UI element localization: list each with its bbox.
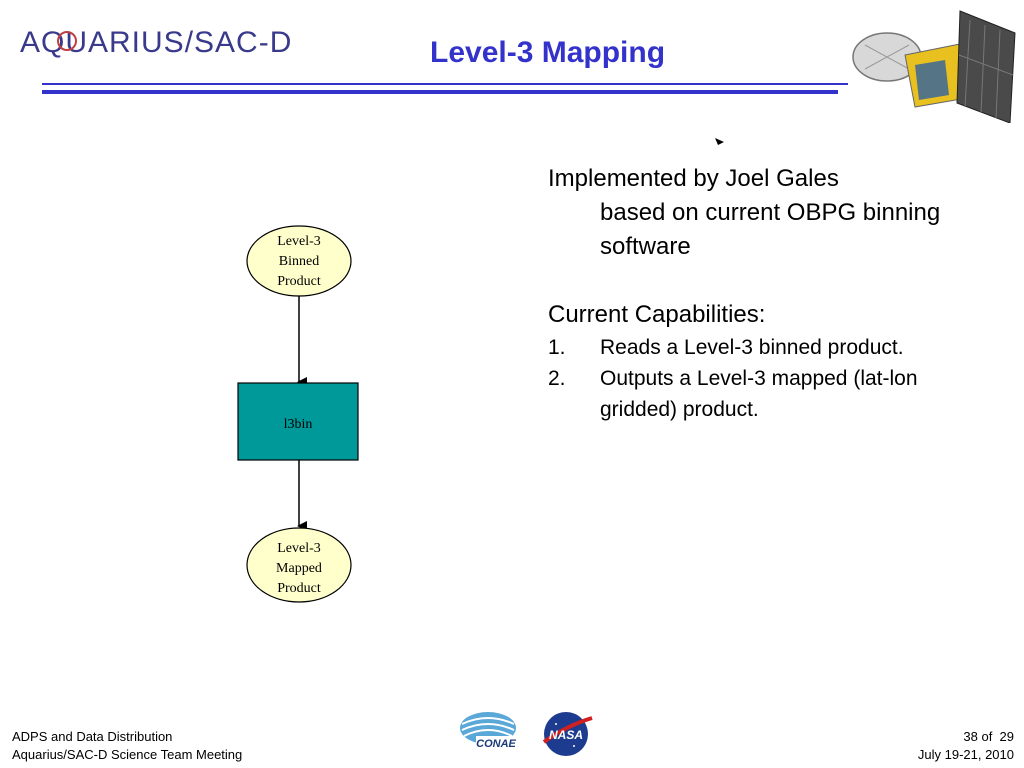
slide-title: Level-3 Mapping bbox=[430, 36, 666, 69]
node-mapped-line2: Mapped bbox=[276, 561, 322, 576]
list-item: 1. Reads a Level-3 binned product. bbox=[548, 332, 988, 363]
page-number: 38 of 29 bbox=[963, 729, 1014, 744]
list-text: Outputs a Level-3 mapped (lat-lon gridde… bbox=[600, 367, 918, 421]
nasa-text: NASA bbox=[549, 728, 583, 742]
node-binned-product: Level-3 Binned Product bbox=[246, 225, 352, 297]
conae-logo: CONAE bbox=[460, 712, 517, 750]
node-mapped-line3: Product bbox=[277, 581, 321, 596]
aquarius-sacd-logo: AQUARIUS/SAC-D bbox=[20, 26, 292, 59]
implementation-rest: based on current OBPG binning software bbox=[600, 199, 941, 260]
node-l3bin-process: l3bin bbox=[237, 382, 359, 461]
logo-sun-icon bbox=[57, 31, 77, 51]
node-l3bin-label: l3bin bbox=[284, 417, 313, 432]
implementation-paragraph: Implemented by Joel Gales based on curre… bbox=[548, 162, 988, 264]
header-rule-thin bbox=[42, 83, 848, 85]
nasa-logo: NASA bbox=[542, 712, 593, 756]
node-binned-line2: Binned bbox=[279, 254, 319, 269]
conae-text: CONAE bbox=[476, 738, 516, 750]
node-binned-line3: Product bbox=[277, 274, 321, 289]
list-item: 2. Outputs a Level-3 mapped (lat-lon gri… bbox=[548, 363, 988, 425]
footer-left: ADPS and Data Distribution Aquarius/SAC-… bbox=[12, 728, 242, 764]
meeting-date: July 19-21, 2010 bbox=[917, 747, 1014, 762]
capabilities-heading: Current Capabilities: bbox=[548, 301, 766, 328]
node-binned-line1: Level-3 bbox=[277, 234, 321, 249]
footer-right: 38 of 29 July 19-21, 2010 bbox=[918, 728, 1014, 764]
list-number: 2. bbox=[548, 367, 566, 390]
content-text: Implemented by Joel Gales based on curre… bbox=[548, 162, 988, 425]
list-number: 1. bbox=[548, 336, 566, 359]
header-rule-thick bbox=[42, 90, 838, 94]
pointer-icon bbox=[715, 138, 724, 145]
node-mapped-product: Level-3 Mapped Product bbox=[246, 527, 352, 603]
footer-meeting: Aquarius/SAC-D Science Team Meeting bbox=[12, 747, 243, 762]
satellite-illustration bbox=[852, 10, 1016, 123]
list-text: Reads a Level-3 binned product. bbox=[600, 336, 904, 359]
logo-text: AQUARIUS/SAC-D bbox=[20, 26, 292, 59]
node-mapped-line1: Level-3 bbox=[277, 541, 321, 556]
footer-event: ADPS and Data Distribution bbox=[12, 729, 173, 744]
flowchart: Level-3 Binned Product l3bin Level-3 Map… bbox=[237, 225, 359, 603]
implementation-line1: Implemented by Joel Gales bbox=[548, 165, 839, 192]
